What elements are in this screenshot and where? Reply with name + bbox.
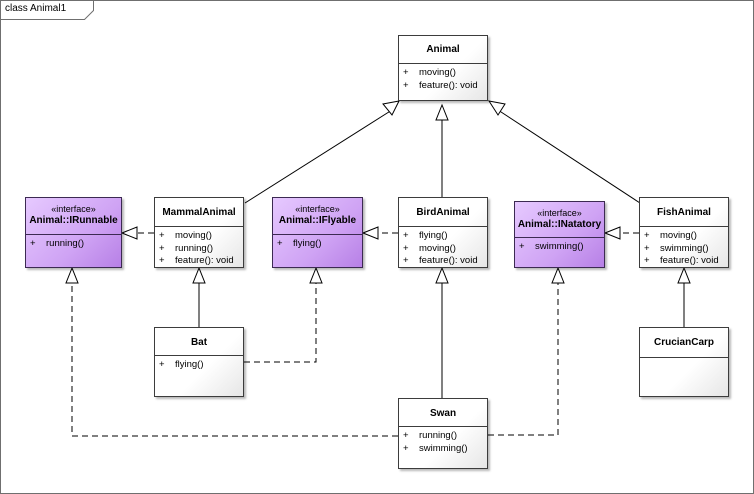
class-swan-operations: +running() +swimming() xyxy=(399,427,487,455)
class-name: CrucianCarp xyxy=(653,337,714,348)
class-name: MammalAnimal xyxy=(162,207,236,218)
stereotype-label: «interface» xyxy=(537,208,582,218)
class-animal[interactable]: Animal +moving() +feature(): void xyxy=(398,35,488,101)
arrowhead-swan-inatatory xyxy=(551,266,565,284)
operation: +swimming() xyxy=(519,241,584,252)
interface-name: Animal::IRunnable xyxy=(29,215,118,226)
interface-name: Animal::IFlyable xyxy=(278,215,357,226)
class-bird-animal-header: BirdAnimal xyxy=(399,198,487,227)
interface-inatatory-operations: +swimming() xyxy=(515,238,604,254)
operation: +flying() xyxy=(159,359,204,370)
interface-inatatory[interactable]: «interface» Animal::INatatory +swimming(… xyxy=(514,201,605,268)
arrowhead-bat-mammal xyxy=(192,266,206,284)
generalization-mammal-animal xyxy=(244,109,393,204)
class-name: Bat xyxy=(190,337,208,348)
class-name: Swan xyxy=(429,408,457,419)
operation: +running() xyxy=(403,430,458,441)
class-bird-animal[interactable]: BirdAnimal +flying() +moving() +feature(… xyxy=(398,197,488,268)
arrowhead-cruciancarp-fish xyxy=(677,266,691,284)
generalization-fish-animal xyxy=(497,109,641,204)
arrowhead-mammal-irunnable xyxy=(120,226,138,240)
frame-tab xyxy=(0,0,94,20)
interface-irunnable[interactable]: «interface» Animal::IRunnable +running() xyxy=(25,197,122,268)
arrowhead-swan-bird xyxy=(435,266,449,284)
interface-irunnable-operations: +running() xyxy=(26,235,121,251)
class-mammal-animal-header: MammalAnimal xyxy=(155,198,243,227)
class-crucian-carp-header: CrucianCarp xyxy=(640,328,728,358)
operation: +running() xyxy=(159,242,214,254)
realization-bat-iflyable xyxy=(244,283,317,363)
class-name: BirdAnimal xyxy=(416,207,470,218)
interface-iflyable-operations: +flying() xyxy=(273,235,362,251)
operation: +feature(): void xyxy=(403,79,478,91)
arrowhead-bird-iflyable xyxy=(361,226,379,240)
frame-title: class Animal1 xyxy=(5,3,67,14)
arrowhead-fish-inatatory xyxy=(603,226,621,240)
class-mammal-animal[interactable]: MammalAnimal +moving() +running() +featu… xyxy=(154,197,244,268)
interface-inatatory-header: «interface» Animal::INatatory xyxy=(515,202,604,238)
class-swan-header: Swan xyxy=(399,399,487,427)
operation: +swimming() xyxy=(644,242,709,254)
operation: +swimming() xyxy=(403,442,468,454)
operation: +flying() xyxy=(403,230,448,241)
realization-swan-irunnable xyxy=(71,283,398,437)
arrowhead-swan-irunnable xyxy=(65,266,79,284)
operation: +moving() xyxy=(403,242,456,254)
class-name: Animal xyxy=(426,44,460,55)
class-crucian-carp[interactable]: CrucianCarp xyxy=(639,327,729,397)
arrowhead-mammal-animal xyxy=(382,100,400,116)
class-bat-header: Bat xyxy=(155,328,243,356)
class-bat[interactable]: Bat +flying() xyxy=(154,327,244,397)
interface-name: Animal::INatatory xyxy=(517,219,602,230)
operation: +moving() xyxy=(403,67,456,78)
class-bird-animal-operations: +flying() +moving() +feature(): void xyxy=(399,227,487,268)
stereotype-label: «interface» xyxy=(51,204,96,214)
stereotype-label: «interface» xyxy=(295,204,340,214)
class-swan[interactable]: Swan +running() +swimming() xyxy=(398,398,488,469)
class-fish-animal-header: FishAnimal xyxy=(640,198,728,227)
realization-swan-inatatory xyxy=(488,283,559,436)
interface-irunnable-header: «interface» Animal::IRunnable xyxy=(26,198,121,235)
class-bat-operations: +flying() xyxy=(155,356,243,372)
arrowhead-fish-animal xyxy=(487,100,506,116)
operation: +feature(): void xyxy=(159,255,234,266)
arrowhead-bat-iflyable xyxy=(309,266,323,284)
class-fish-animal[interactable]: FishAnimal +moving() +swimming() +featur… xyxy=(639,197,729,268)
operation: +moving() xyxy=(644,230,697,241)
class-fish-animal-operations: +moving() +swimming() +feature(): void xyxy=(640,227,728,268)
class-mammal-animal-operations: +moving() +running() +feature(): void xyxy=(155,227,243,268)
interface-iflyable[interactable]: «interface» Animal::IFlyable +flying() xyxy=(272,197,363,268)
arrowhead-bird-animal xyxy=(435,103,449,121)
operation: +feature(): void xyxy=(403,255,478,266)
operation: +running() xyxy=(30,238,85,249)
operation: +feature(): void xyxy=(644,255,719,266)
interface-iflyable-header: «interface» Animal::IFlyable xyxy=(273,198,362,235)
class-animal-header: Animal xyxy=(399,36,487,64)
operation: +flying() xyxy=(277,238,322,249)
operation: +moving() xyxy=(159,230,212,241)
class-animal-operations: +moving() +feature(): void xyxy=(399,64,487,92)
class-name: FishAnimal xyxy=(657,207,711,218)
